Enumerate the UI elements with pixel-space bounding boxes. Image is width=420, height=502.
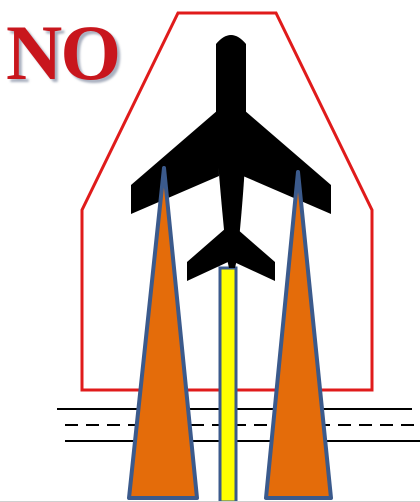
- runway-centerline: [220, 268, 236, 502]
- traffic-cone-icon-right: [266, 172, 331, 498]
- no-label: NO: [6, 14, 119, 92]
- traffic-cone-icon-left: [129, 168, 197, 498]
- road-markings: [57, 409, 420, 441]
